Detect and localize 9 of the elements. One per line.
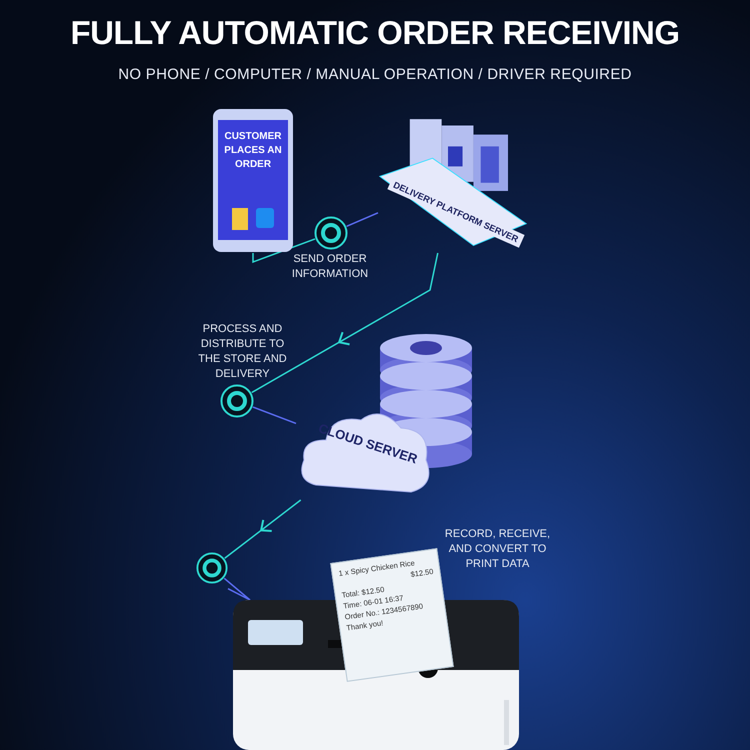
phone-screen-text: CUSTOMER PLACES AN ORDER <box>223 130 283 172</box>
connector-line <box>346 212 378 227</box>
connector-line <box>252 406 296 424</box>
step-caption: PROCESS AND DISTRIBUTE TO THE STORE AND DELIVERY <box>197 322 288 382</box>
subtitle: NO PHONE / COMPUTER / MANUAL OPERATION / DRIVER REQUIRED <box>117 66 633 83</box>
connector-line <box>224 578 251 601</box>
step-caption: RECORD, RECEIVE, AND CONVERT TO PRINT DATA <box>444 527 552 572</box>
title: FULLY AUTOMATIC ORDER RECEIVING <box>69 14 681 52</box>
step-caption: SEND ORDER INFORMATION <box>290 252 370 282</box>
